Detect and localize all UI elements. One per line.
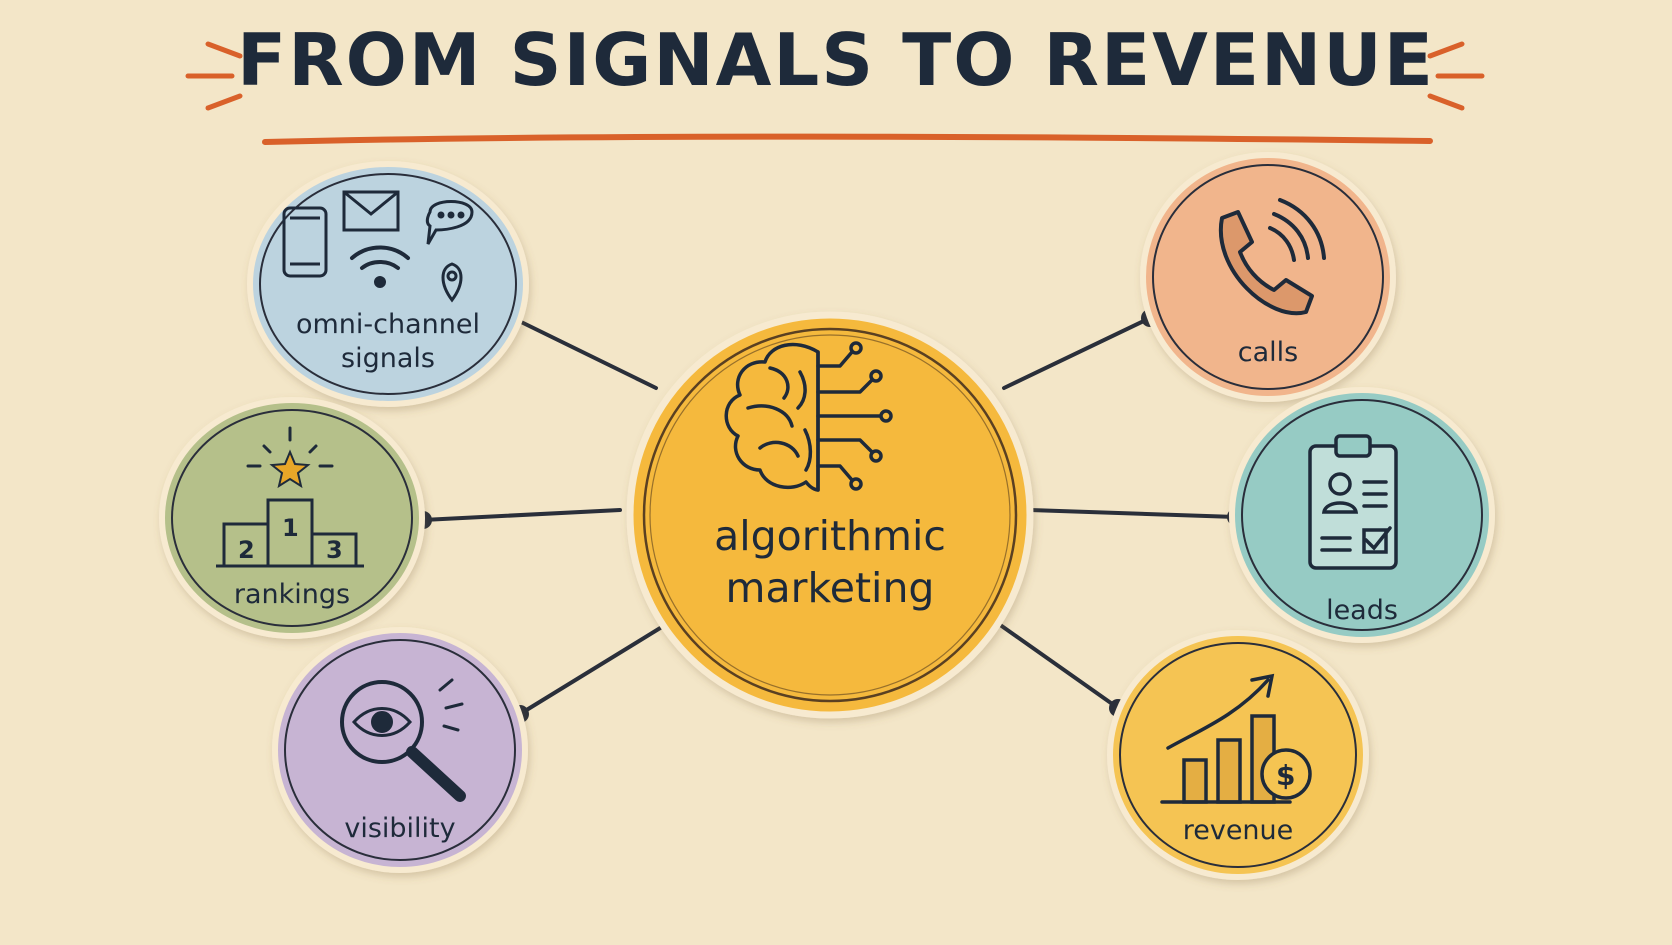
connector-visibility <box>518 620 672 716</box>
calls-ellipse <box>1140 152 1396 402</box>
omni-label: omni-channel signals <box>288 308 488 376</box>
rankings-ellipse <box>159 397 425 639</box>
brain-circuit-icon <box>724 341 893 492</box>
visibility-ellipse <box>272 627 528 873</box>
envelope-icon <box>342 190 400 232</box>
location-pin-icon <box>441 262 463 303</box>
center-label-line2: marketing <box>725 564 935 612</box>
left-spark-icon <box>185 41 243 111</box>
omni-node <box>247 161 529 407</box>
phone-icon <box>282 206 328 278</box>
connector-omni <box>511 316 658 390</box>
currency-symbol: $ <box>1276 759 1295 792</box>
omni-label-line1: omni-channel <box>295 309 481 340</box>
center-label-line1: algorithmic <box>714 512 946 560</box>
podium-third: 3 <box>326 536 343 564</box>
center-node <box>626 311 1034 719</box>
rankings-label: rankings <box>233 579 351 610</box>
podium-icon <box>216 498 364 568</box>
chat-bubble-icon <box>425 200 474 245</box>
growth-chart-icon <box>1160 673 1312 804</box>
leads-label: leads <box>1326 595 1398 626</box>
right-spark-icon <box>1427 41 1485 111</box>
title-underline <box>262 133 1433 145</box>
center-label: algorithmic marketing <box>680 510 980 614</box>
omni-ellipse <box>247 161 529 407</box>
connector-revenue <box>994 620 1120 710</box>
clipboard-icon <box>1308 434 1398 570</box>
magnifier-eye-icon <box>340 678 466 802</box>
visibility-label: visibility <box>344 813 456 844</box>
omni-label-line2: signals <box>341 343 435 374</box>
rankings-node <box>159 397 425 639</box>
calls-label: calls <box>1237 337 1299 368</box>
connectors <box>421 316 1238 716</box>
visibility-node <box>272 627 528 873</box>
page-title: FROM SIGNALS TO REVENUE <box>237 18 1435 102</box>
connector-rankings <box>421 508 622 522</box>
podium-first: 1 <box>282 514 299 542</box>
wifi-icon <box>350 245 410 288</box>
revenue-label: revenue <box>1182 815 1294 846</box>
connector-calls <box>1002 316 1152 390</box>
star-icon <box>246 426 334 489</box>
calls-node <box>1140 152 1396 402</box>
podium-second: 2 <box>238 536 255 564</box>
connector-leads <box>1028 508 1238 519</box>
center-circle <box>626 311 1034 719</box>
telephone-icon <box>1218 198 1326 316</box>
